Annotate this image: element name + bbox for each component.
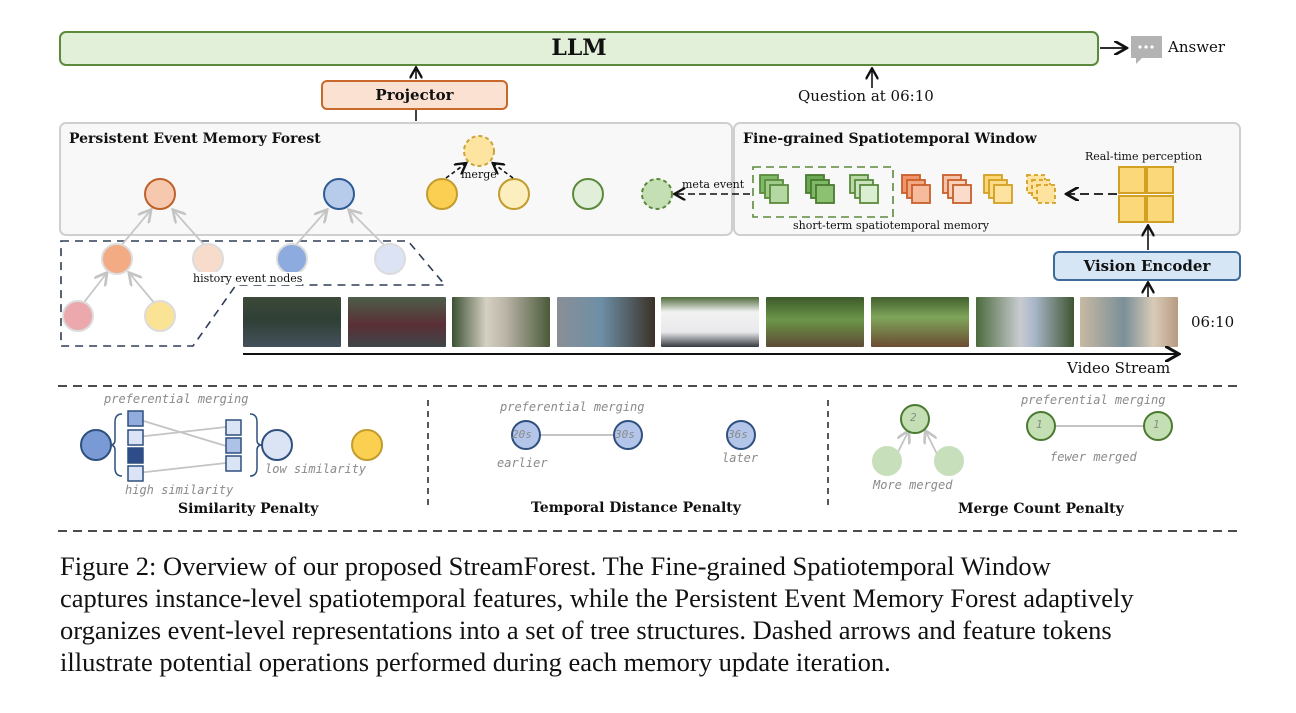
question-label: Question at 06:10 (798, 87, 934, 105)
similarity-penalty-title: Similarity Penalty (178, 501, 319, 517)
caption-line: Figure 2: Overview of our proposed Strea… (60, 551, 1051, 581)
merge-count-penalty-graphic (872, 404, 1173, 476)
video-stream-label: Video Stream (1067, 359, 1171, 377)
video-frame (661, 297, 759, 347)
answer-label: Answer (1168, 38, 1226, 56)
history-node-lightblue (374, 243, 406, 275)
speech-bubble-icon (1131, 36, 1162, 64)
forest-title: Persistent Event Memory Forest (69, 131, 321, 147)
llm-label: LLM (551, 35, 607, 61)
history-node-blue (276, 243, 308, 275)
caption-line: captures instance-level spatiotemporal f… (60, 583, 1134, 613)
video-frame (871, 297, 969, 347)
merge-count-penalty-title: Merge Count Penalty (958, 501, 1124, 517)
history-node-orange (101, 243, 133, 275)
llm-block: LLM (59, 31, 1099, 66)
temporal-preferential-label: preferential merging (500, 400, 645, 414)
fewer-merged-label: fewer merged (1050, 450, 1137, 464)
merge-count-right: 1 (1153, 418, 1160, 431)
video-frame (766, 297, 864, 347)
similarity-preferential-label: preferential merging (104, 392, 249, 406)
meta-event-label: meta event (682, 178, 745, 191)
video-frame (976, 297, 1074, 347)
more-merged-label: More merged (873, 478, 953, 492)
history-event-nodes-label: history event nodes (193, 272, 303, 285)
history-node-pink (62, 300, 94, 332)
short-term-memory-label: short-term spatiotemporal memory (793, 219, 989, 232)
low-similarity-label: low similarity (265, 462, 367, 476)
merge-preferential-label: preferential merging (1021, 393, 1166, 407)
vision-encoder-block: Vision Encoder (1053, 251, 1241, 281)
history-node-yellow (144, 300, 176, 332)
high-similarity-label: high similarity (125, 483, 234, 497)
node-time-30s: 30s (615, 428, 635, 441)
merge-count-parent: 2 (910, 411, 917, 424)
timestamp-label: 06:10 (1191, 313, 1235, 331)
persistent-event-memory-forest-panel: Persistent Event Memory Forest (59, 122, 733, 236)
video-frame (243, 297, 341, 347)
node-time-20s: 20s (512, 428, 532, 441)
figure-caption: Figure 2: Overview of our proposed Strea… (60, 550, 1240, 678)
projector-block: Projector (321, 80, 508, 110)
merge-count-left: 1 (1036, 418, 1043, 431)
earlier-label: earlier (497, 456, 548, 470)
video-frame (348, 297, 446, 347)
video-frame (1080, 297, 1178, 347)
caption-line: organizes event-level representations in… (60, 615, 1112, 645)
caption-line: illustrate potential operations performe… (60, 647, 891, 677)
window-title: Fine-grained Spatiotemporal Window (743, 131, 1037, 147)
temporal-penalty-title: Temporal Distance Penalty (531, 500, 741, 516)
merge-label: merge (461, 168, 497, 181)
node-time-36s: 36s (728, 428, 748, 441)
later-label: later (722, 451, 759, 465)
history-node-peach (192, 243, 224, 275)
video-frame (452, 297, 550, 347)
video-frame (557, 297, 655, 347)
real-time-perception-label: Real-time perception (1085, 150, 1203, 163)
